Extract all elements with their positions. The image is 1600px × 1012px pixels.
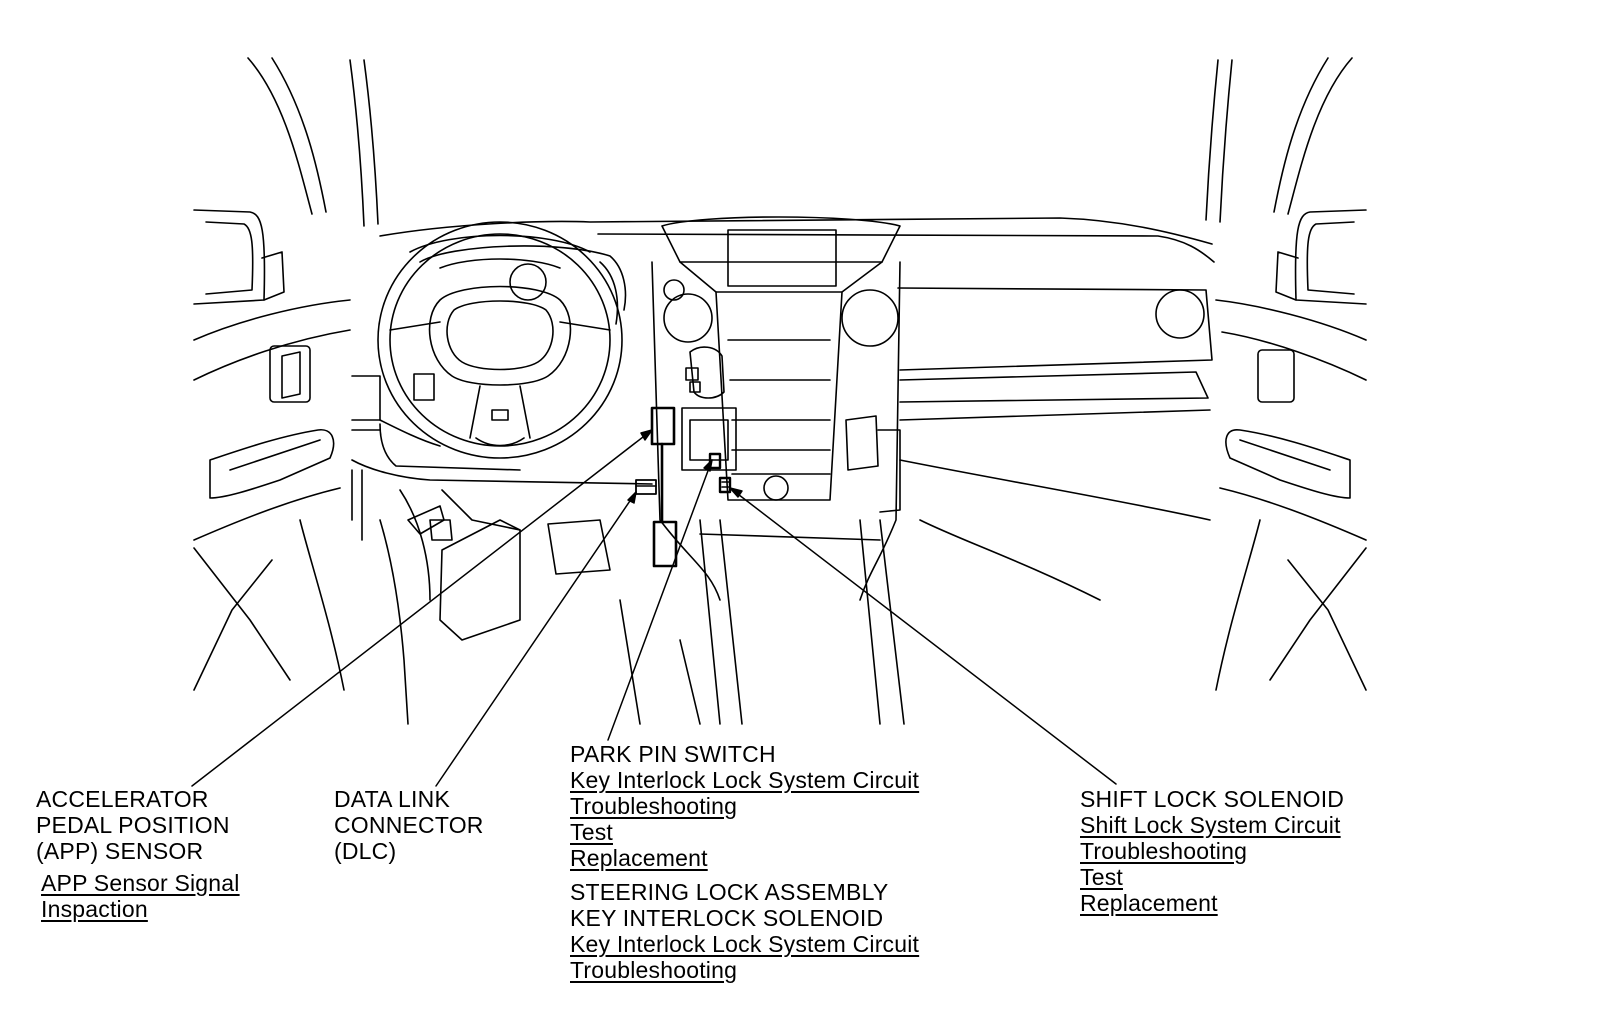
pedals [407,505,611,641]
app-sensor-callout: ACCELERATOR PEDAL POSITION (APP) SENSOR … [36,786,240,922]
test-link[interactable]: Test [1080,864,1123,890]
shift-lock-circuit-link[interactable]: Shift Lock System Circuit [1080,812,1341,838]
shift-lock-solenoid-title: SHIFT LOCK SOLENOID [1080,786,1345,812]
app-sensor-title-line: (APP) SENSOR [36,838,204,864]
app-sensor-inspection-link[interactable]: Inspaction [41,896,148,922]
app-sensor-component [650,406,678,568]
key-interlock-solenoid-title: KEY INTERLOCK SOLENOID [570,905,884,931]
right-a-pillar [1205,57,1353,223]
center-stack [651,216,901,601]
shift-lock-solenoid-callout: SHIFT LOCK SOLENOID Shift Lock System Ci… [1080,786,1344,916]
dlc-title-line: (DLC) [334,838,397,864]
steering-lock-title: STEERING LOCK ASSEMBLY [570,879,889,905]
leader-lines [191,429,1117,787]
spacer [570,871,919,879]
replacement-link[interactable]: Replacement [1080,890,1218,916]
park-pin-switch-title: PARK PIN SWITCH [570,741,776,767]
instrument-cluster [419,245,627,325]
test-link[interactable]: Test [570,819,613,845]
troubleshooting-link[interactable]: Troubleshooting [570,793,738,819]
key-interlock-circuit-link-2[interactable]: Key Interlock Lock System Circuit [570,931,920,957]
park-pin-switch-callout: PARK PIN SWITCH Key Interlock Lock Syste… [570,741,919,983]
steering-wheel [377,221,623,459]
dlc-callout: DATA LINK CONNECTOR (DLC) [334,786,484,864]
left-lower-dash [351,373,653,725]
left-a-pillar [247,57,379,227]
windshield-base [379,217,1213,245]
troubleshooting-link-2[interactable]: Troubleshooting [570,957,738,983]
center-console [619,519,905,725]
dlc-component [635,479,657,495]
replacement-link[interactable]: Replacement [570,845,708,871]
right-door [1215,209,1367,691]
app-sensor-title-line: PEDAL POSITION [36,812,230,838]
key-interlock-circuit-link[interactable]: Key Interlock Lock System Circuit [570,767,920,793]
app-sensor-signal-link[interactable]: APP Sensor Signal [41,870,240,896]
right-dash [845,287,1213,601]
app-sensor-title-line: ACCELERATOR [36,786,209,812]
dash-top-line [597,233,1215,263]
dlc-title-line: DATA LINK [334,786,450,812]
troubleshooting-link[interactable]: Troubleshooting [1080,838,1248,864]
dlc-title-line: CONNECTOR [334,812,484,838]
left-door [193,209,351,691]
